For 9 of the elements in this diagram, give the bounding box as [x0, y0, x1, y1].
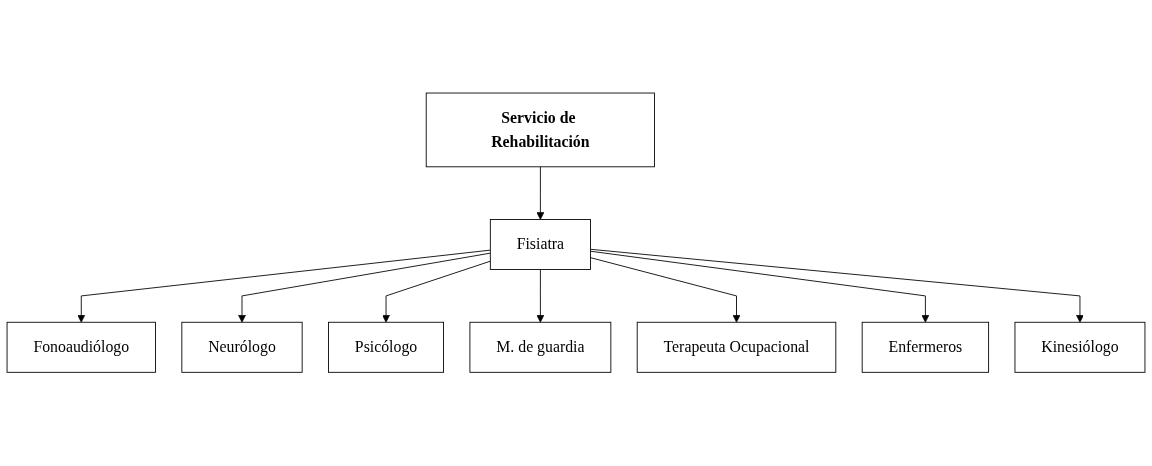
node-box: Kinesiólogo — [1014, 322, 1146, 374]
node-box: Fonoaudiólogo — [6, 322, 156, 374]
node-box: Terapeuta Ocupacional — [636, 322, 837, 374]
node-box: Servicio de Rehabilitación — [425, 92, 655, 168]
node-box: Enfermeros — [861, 322, 990, 374]
node-box: Psicólogo — [328, 322, 444, 374]
node-box: M. de guardia — [469, 322, 612, 374]
node-box: Neurólogo — [181, 322, 303, 374]
node-box: Fisiatra — [489, 219, 591, 271]
